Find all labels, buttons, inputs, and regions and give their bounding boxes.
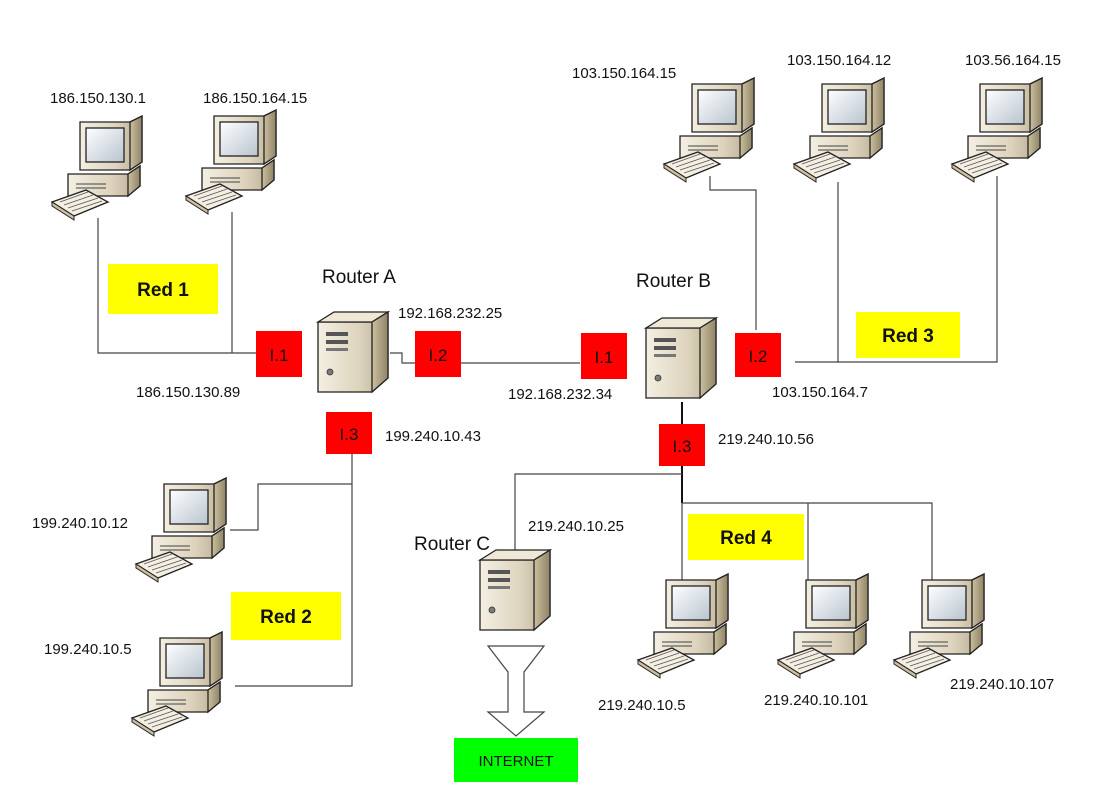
pc-red3-right-icon [951, 77, 1043, 183]
wire-red1-left-pc [97, 218, 262, 354]
ip-pc-red4-left: 219.240.10.5 [598, 697, 686, 714]
pc-red4-mid-icon [777, 573, 869, 679]
wire-red3-left-pc [709, 176, 757, 330]
pc-red4-left-icon [637, 573, 729, 679]
router-c-label: Router C [414, 534, 490, 555]
wire-a-to-b [390, 352, 580, 364]
wire-red3-right-pc [838, 176, 998, 363]
internet-box: INTERNET [454, 738, 578, 782]
interface-a-i1: I.1 [256, 331, 302, 377]
interface-b-i3: I.3 [659, 424, 705, 466]
ip-router-c: 219.240.10.25 [528, 518, 624, 535]
pc-red3-mid-icon [793, 77, 885, 183]
interface-a-i3-label: I.3 [340, 425, 359, 444]
ip-router-a-i2: 192.168.232.25 [398, 305, 502, 322]
network-red1: Red 1 [108, 264, 218, 314]
internet-label: INTERNET [479, 753, 554, 770]
wire-red3-mid-pc [795, 182, 839, 363]
interface-a-i1-label: I.1 [270, 346, 289, 365]
ip-router-b-i3: 219.240.10.56 [718, 431, 814, 448]
wires [97, 176, 998, 687]
interface-a-i2-label: I.2 [429, 346, 448, 365]
router-b-label: Router B [636, 271, 711, 292]
wire-router-c [514, 473, 682, 550]
ip-router-a-i3: 199.240.10.43 [385, 428, 481, 445]
network-red3-label: Red 3 [882, 326, 934, 347]
pc-red1-right-icon [185, 109, 277, 215]
ip-pc-red1-right: 186.150.164.15 [203, 90, 307, 107]
pc-red1-left-icon [51, 115, 143, 221]
pc-red3-left-icon [663, 77, 755, 183]
router-b-icon [645, 317, 717, 399]
interface-b-i1-label: I.1 [595, 348, 614, 367]
network-red4: Red 4 [688, 514, 804, 560]
router-c-icon [479, 549, 551, 631]
ip-pc-red4-mid: 219.240.10.101 [764, 692, 868, 709]
network-red3: Red 3 [856, 312, 960, 358]
interface-b-i2: I.2 [735, 333, 781, 377]
interface-a-i2: I.2 [415, 331, 461, 377]
network-red2: Red 2 [231, 592, 341, 640]
interface-b-i2-label: I.2 [749, 347, 768, 366]
ip-pc-red2-bottom: 199.240.10.5 [44, 641, 132, 658]
interface-b-i3-label: I.3 [673, 437, 692, 456]
pc-red2-top-icon [135, 477, 227, 583]
interface-b-i1: I.1 [581, 333, 627, 379]
ip-router-a-i1: 186.150.130.89 [136, 384, 240, 401]
ip-pc-red3-left: 103.150.164.15 [572, 65, 676, 82]
ip-pc-red4-right: 219.240.10.107 [950, 676, 1054, 693]
wire-red2-top-pc [230, 483, 352, 531]
router-a-icon [317, 311, 389, 393]
router-a-label: Router A [322, 267, 396, 288]
wire-red2-trunk [235, 415, 353, 687]
network-red2-label: Red 2 [260, 607, 312, 628]
ip-pc-red3-right: 103.56.164.15 [965, 52, 1061, 69]
interface-a-i3: I.3 [326, 412, 372, 454]
pc-red2-bottom-icon [131, 631, 223, 737]
wire-red4-bus [682, 502, 933, 588]
ip-router-b-i1: 192.168.232.34 [508, 386, 612, 403]
pc-red4-right-icon [893, 573, 985, 679]
ip-pc-red3-mid: 103.150.164.12 [787, 52, 891, 69]
network-red4-label: Red 4 [720, 528, 772, 549]
ip-pc-red2-top: 199.240.10.12 [32, 515, 128, 532]
ip-router-b-i2: 103.150.164.7 [772, 384, 868, 401]
network-red1-label: Red 1 [137, 280, 189, 301]
internet-arrow-icon [486, 645, 546, 737]
ip-pc-red1-left: 186.150.130.1 [50, 90, 146, 107]
